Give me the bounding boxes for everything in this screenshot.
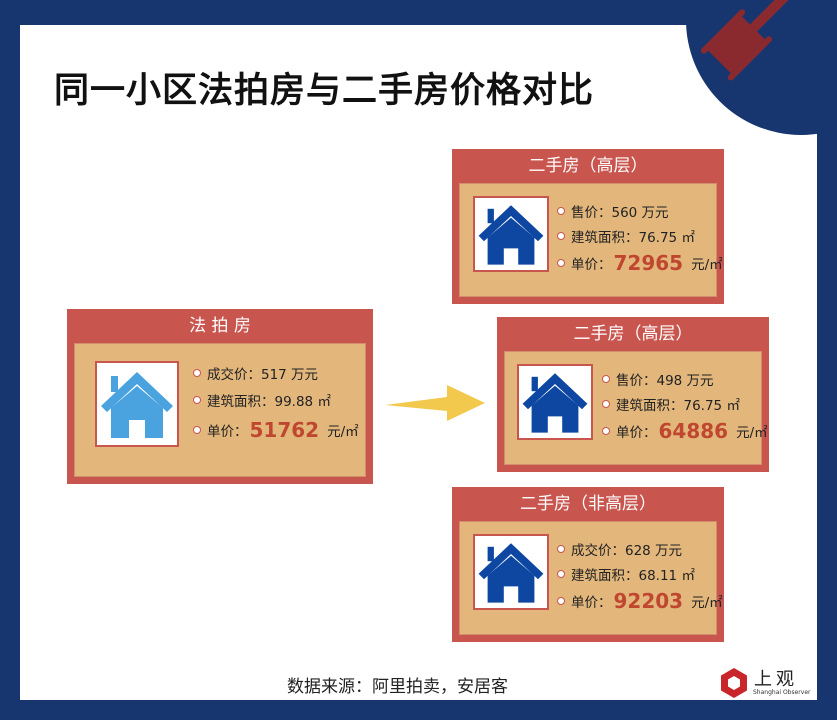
- detail-label: 建筑面积：: [207, 394, 275, 410]
- bullet-icon: [557, 259, 565, 267]
- price-unit: 元/㎡: [691, 595, 723, 611]
- gavel-icon: [700, 0, 814, 81]
- bullet-icon: [557, 206, 565, 215]
- card-header: 二手房（高层）: [573, 324, 693, 344]
- house-icon-box: [95, 361, 179, 447]
- unit-price: 64886: [658, 419, 729, 443]
- logo-text-cn: 上观: [754, 669, 798, 690]
- detail-value: 99.88 ㎡: [274, 394, 331, 410]
- house-icon-box: [517, 364, 593, 440]
- shanghai-observer-logo: 上观 Shanghai Observer: [718, 665, 813, 700]
- detail-row: 单价：72965 元/㎡: [557, 248, 723, 278]
- detail-value: 628 万元: [625, 542, 683, 559]
- card-details: 售价：560 万元 建筑面积：76.75 ㎡ 单价：72965 元/㎡: [557, 198, 723, 278]
- detail-row: 售价：498 万元: [602, 366, 768, 391]
- detail-label: 单价：: [616, 425, 657, 441]
- detail-label: 单价：: [571, 595, 612, 611]
- bullet-icon: [557, 231, 565, 240]
- bullet-icon: [193, 369, 201, 377]
- house-icon: [478, 205, 544, 265]
- bullet-icon: [602, 399, 610, 408]
- detail-row: 建筑面积：68.11 ㎡: [557, 561, 723, 586]
- card-body: 售价：560 万元 建筑面积：76.75 ㎡ 单价：72965 元/㎡: [459, 183, 723, 297]
- detail-label: 售价：: [571, 204, 612, 221]
- detail-row: 建筑面积：99.88 ㎡: [193, 386, 359, 414]
- detail-value: 560 万元: [611, 204, 669, 221]
- bullet-icon: [602, 427, 610, 435]
- detail-row: 建筑面积：76.75 ㎡: [602, 391, 768, 416]
- detail-label: 单价：: [207, 424, 248, 440]
- detail-label: 售价：: [616, 372, 657, 389]
- detail-label: 成交价：: [571, 542, 625, 559]
- card-body: 成交价：628 万元 建筑面积：68.11 ㎡ 单价：92203 元/㎡: [459, 521, 723, 635]
- bullet-icon: [557, 569, 565, 578]
- detail-row: 成交价：628 万元: [557, 536, 723, 561]
- detail-row: 单价：51762 元/㎡: [193, 414, 359, 446]
- detail-row: 售价：560 万元: [557, 198, 723, 223]
- detail-label: 成交价：: [207, 367, 261, 383]
- detail-label: 建筑面积：: [571, 229, 639, 246]
- unit-price: 51762: [249, 418, 320, 442]
- logo-text-en: Shanghai Observer: [753, 689, 811, 696]
- page-title: 同一小区法拍房与二手房价格对比: [54, 71, 595, 111]
- card-header: 法 拍 房: [189, 316, 251, 336]
- card-header: 二手房（高层）: [528, 156, 648, 176]
- unit-price: 92203: [613, 589, 684, 613]
- house-icon-box: [473, 196, 549, 272]
- card-body: 成交价：517 万元 建筑面积：99.88 ㎡ 单价：51762 元/㎡: [74, 343, 366, 477]
- auction-card: 法 拍 房 成交价：517 万元 建筑面积：99.88 ㎡ 单价：51762 元/…: [67, 309, 373, 484]
- bullet-icon: [193, 426, 201, 434]
- secondhand-card-3: 二手房（非高层） 成交价：628 万元 建筑面积：68.11 ㎡ 单价：9220…: [452, 487, 724, 642]
- price-unit: 元/㎡: [691, 257, 723, 273]
- card-details: 成交价：517 万元 建筑面积：99.88 ㎡ 单价：51762 元/㎡: [193, 360, 359, 446]
- detail-label: 建筑面积：: [616, 397, 684, 414]
- data-source: 数据来源：阿里拍卖，安居客: [287, 677, 508, 697]
- detail-value: 68.11 ㎡: [638, 567, 695, 584]
- bullet-icon: [557, 544, 565, 553]
- detail-label: 单价：: [571, 257, 612, 273]
- arrow-icon: [385, 385, 485, 421]
- unit-price: 72965: [613, 251, 684, 275]
- house-icon-box: [473, 534, 549, 610]
- house-icon: [478, 543, 544, 603]
- detail-row: 成交价：517 万元: [193, 360, 359, 386]
- detail-value: 76.75 ㎡: [683, 397, 740, 414]
- detail-label: 建筑面积：: [571, 567, 639, 584]
- card-body: 售价：498 万元 建筑面积：76.75 ㎡ 单价：64886 元/㎡: [504, 351, 768, 465]
- card-header: 二手房（非高层）: [520, 494, 656, 514]
- price-unit: 元/㎡: [736, 425, 768, 441]
- detail-row: 单价：92203 元/㎡: [557, 586, 723, 616]
- detail-value: 517 万元: [261, 367, 319, 383]
- price-unit: 元/㎡: [327, 424, 359, 440]
- bullet-icon: [193, 396, 201, 404]
- detail-value: 76.75 ㎡: [638, 229, 695, 246]
- bullet-icon: [557, 597, 565, 605]
- detail-row: 单价：64886 元/㎡: [602, 416, 768, 446]
- secondhand-card-2: 二手房（高层） 售价：498 万元 建筑面积：76.75 ㎡ 单价：64886 元…: [497, 317, 769, 472]
- card-details: 售价：498 万元 建筑面积：76.75 ㎡ 单价：64886 元/㎡: [602, 366, 768, 446]
- secondhand-card-1: 二手房（高层） 售价：560 万元 建筑面积：76.75 ㎡ 单价：72965 元…: [452, 149, 724, 304]
- house-icon: [522, 373, 588, 433]
- card-details: 成交价：628 万元 建筑面积：68.11 ㎡ 单价：92203 元/㎡: [557, 536, 723, 616]
- detail-row: 建筑面积：76.75 ㎡: [557, 223, 723, 248]
- house-icon: [101, 372, 173, 438]
- detail-value: 498 万元: [656, 372, 714, 389]
- logo-hexagon-icon: [721, 668, 747, 698]
- bullet-icon: [602, 374, 610, 383]
